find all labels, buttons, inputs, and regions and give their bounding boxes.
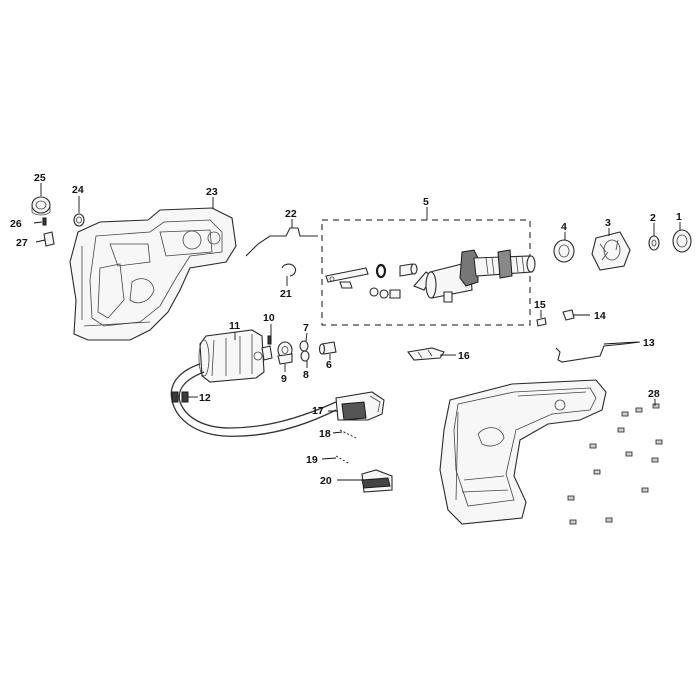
part-19-screw — [335, 455, 351, 465]
group-5-box — [321, 219, 531, 326]
callout-18: 18 — [319, 428, 331, 440]
right-housing-half — [439, 379, 607, 525]
part-13-wire-bracket — [555, 341, 641, 363]
part-2-spring-ring — [648, 235, 660, 251]
part-17-switch — [335, 391, 385, 421]
part-25-knob — [31, 196, 51, 216]
part-11-motor — [198, 329, 273, 383]
part-1-dust-cap — [672, 229, 692, 253]
part-24-washer — [73, 213, 85, 227]
left-housing-half — [69, 207, 237, 341]
callout-28: 28 — [648, 388, 660, 400]
part-7-washer — [299, 340, 309, 352]
callout-13: 13 — [643, 337, 655, 349]
callout-17: 17 — [312, 405, 324, 417]
callout-7: 7 — [303, 322, 309, 334]
callout-26: 26 — [10, 218, 22, 230]
callout-9: 9 — [281, 373, 287, 385]
callout-19: 19 — [306, 454, 318, 466]
callout-14: 14 — [594, 310, 606, 322]
callout-12: 12 — [199, 392, 211, 404]
part-18-screw — [339, 429, 357, 439]
part-20-cable-clamp — [361, 469, 393, 493]
part-12-cable — [170, 363, 337, 437]
callout-11: 11 — [229, 320, 240, 332]
callout-labels: 1 2 3 4 5 6 7 8 9 10 11 12 13 14 15 16 1… — [10, 172, 682, 487]
callout-22: 22 — [285, 208, 297, 220]
callout-10: 10 — [263, 312, 275, 324]
callout-25: 25 — [34, 172, 46, 184]
part-4-ring — [553, 239, 575, 263]
part-6-pinion — [318, 341, 337, 355]
part-16-switch-lever — [407, 347, 445, 361]
part-22-wire-spring — [245, 227, 318, 257]
callout-21: 21 — [280, 288, 292, 300]
callout-5: 5 — [423, 196, 429, 208]
leader-lines — [33, 183, 681, 481]
part-21-circlip — [281, 263, 297, 277]
part-28-screws — [567, 403, 663, 525]
callout-1: 1 — [676, 211, 682, 223]
callout-6: 6 — [326, 359, 332, 371]
part-8-washer — [300, 350, 310, 362]
callout-23: 23 — [206, 186, 218, 198]
callout-8: 8 — [303, 369, 309, 381]
spindle-group-parts — [325, 249, 536, 303]
callout-20: 20 — [320, 475, 332, 487]
part-26-pin — [42, 217, 47, 226]
callout-16: 16 — [458, 350, 470, 362]
part-10-spring — [267, 335, 272, 345]
part-15-pin — [536, 317, 547, 327]
callout-3: 3 — [605, 217, 611, 229]
callout-27: 27 — [16, 237, 28, 249]
callout-4: 4 — [561, 221, 567, 233]
part-14-screw — [562, 309, 575, 321]
callout-15: 15 — [534, 299, 546, 311]
part-27-clip — [43, 231, 55, 247]
part-3-chuck-housing — [591, 231, 631, 271]
callout-24: 24 — [72, 184, 84, 196]
callout-2: 2 — [650, 212, 656, 224]
part-9-bearing — [277, 341, 293, 365]
